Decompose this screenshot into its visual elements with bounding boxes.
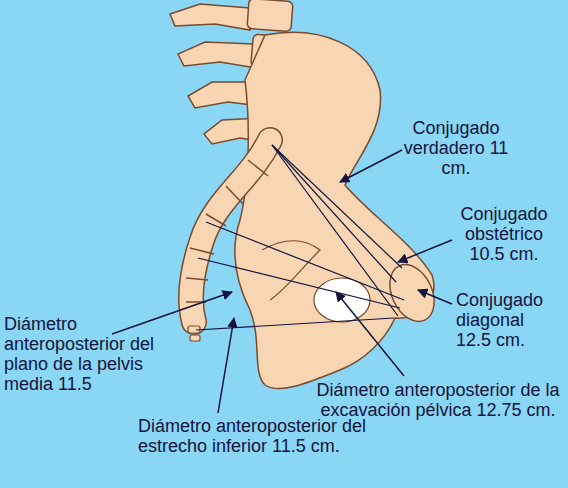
bone-contour: [262, 241, 320, 300]
dimension-label: Conjugado diagonal 12.5 cm.: [456, 290, 556, 350]
sacrum: [191, 140, 270, 322]
leader-lines: [112, 150, 452, 413]
sacrum-outline: [191, 140, 270, 322]
sacral-segments: [186, 160, 268, 302]
coccyx: [188, 326, 200, 341]
dimension-label: Diámetro anteroposterior del plano de la…: [4, 314, 190, 394]
dimension-label: Conjugado obstétrico 10.5 cm.: [450, 204, 558, 264]
diameter-lines: [196, 145, 404, 330]
dimension-label: Diámetro anteroposterior del estrecho in…: [138, 416, 388, 456]
dimension-label: Diámetro anteroposterior de la excavació…: [316, 380, 560, 420]
dimension-label: Conjugado verdadero 11 cm.: [396, 118, 516, 178]
hip-bone: [235, 32, 434, 388]
